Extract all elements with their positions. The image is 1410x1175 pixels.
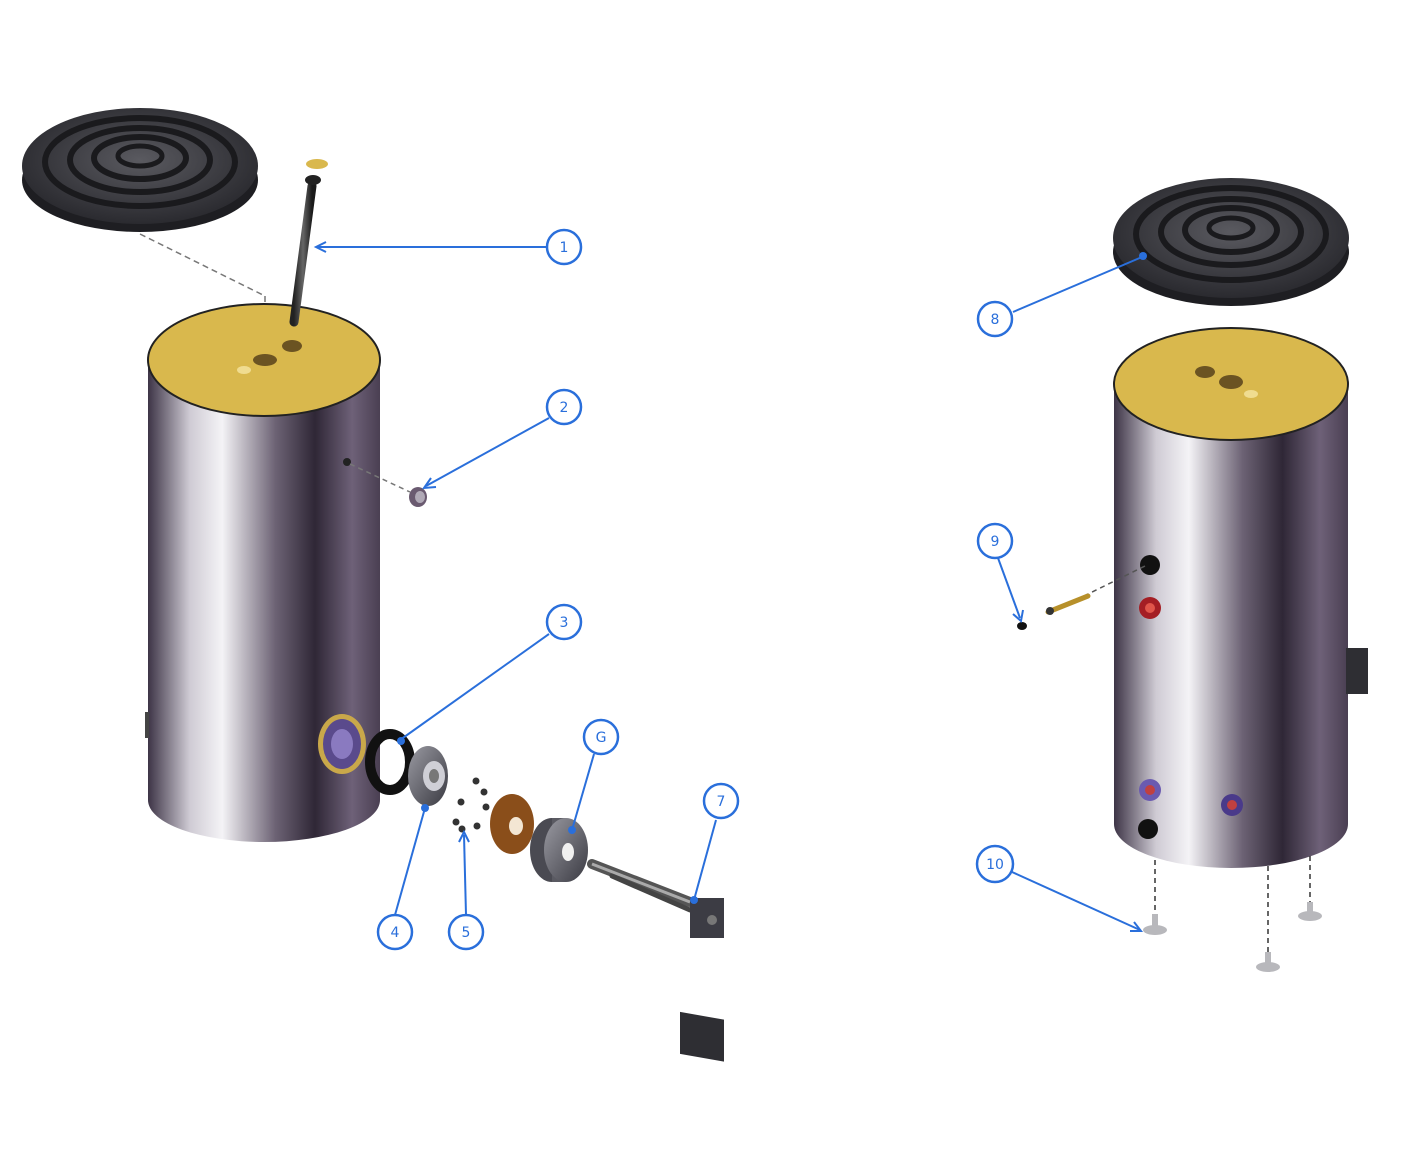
left-tank-assembly [22, 108, 724, 1062]
callout-10-label: 10 [986, 857, 1004, 873]
leader-7 [693, 819, 717, 901]
leader-9 [997, 557, 1021, 619]
callout-7-label: 7 [717, 794, 726, 810]
callout-2: 2 [545, 388, 583, 426]
leader-10 [1011, 871, 1141, 931]
heater-disc-icon [530, 818, 588, 882]
callout-bubbles: 1 2 3 4 5 G 7 8 [376, 228, 1015, 951]
bolt-set-icon [452, 777, 490, 833]
callout-5-label: 5 [462, 925, 471, 941]
callout-3-label: 3 [560, 615, 569, 631]
leader-10-arrow [1130, 921, 1144, 932]
leader-9-arrow [1012, 609, 1024, 623]
callout-6: G [582, 718, 620, 756]
lid-guide-line [139, 233, 266, 297]
flange-plate-icon [408, 746, 448, 806]
callout-leaders [313, 241, 1144, 932]
heating-element-icon [587, 859, 724, 1062]
callout-4-label: 4 [391, 925, 400, 941]
callout-5: 5 [447, 913, 485, 951]
ribbed-lid-right [1113, 178, 1349, 306]
tank-shell-right [1113, 327, 1368, 868]
leader-8 [1012, 256, 1143, 313]
heater-port-icon [318, 714, 366, 774]
callout-10: 10 [975, 844, 1015, 884]
ribbed-lid-left [22, 108, 258, 232]
callout-9-label: 9 [991, 534, 1000, 550]
leader-2 [425, 417, 550, 487]
callout-3: 3 [545, 603, 583, 641]
leader-5-arrow [458, 829, 470, 843]
leader-3 [399, 633, 550, 741]
plug-guide-line [349, 463, 411, 493]
callout-1: 1 [545, 228, 583, 266]
right-tank-assembly [1017, 178, 1368, 972]
gasket-ring-icon [365, 729, 415, 795]
drain-plug-icon [409, 487, 427, 507]
callout-4: 4 [376, 913, 414, 951]
adjustable-feet-icon [1143, 856, 1322, 972]
leader-1-arrow [313, 241, 327, 253]
callout-6-label: G [596, 730, 607, 746]
callout-2-label: 2 [560, 400, 569, 416]
callout-8: 8 [976, 300, 1014, 338]
brown-washer-icon [490, 794, 534, 854]
leader-dots [397, 252, 1147, 904]
leader-6 [571, 753, 595, 831]
sensor-probe-icon [1017, 593, 1091, 630]
callout-8-label: 8 [991, 312, 1000, 328]
leader-2-arrow [421, 477, 437, 490]
callout-1-label: 1 [560, 240, 569, 256]
leader-4 [394, 807, 426, 916]
leader-5 [463, 834, 467, 916]
anode-rod-icon [289, 159, 328, 327]
callout-9: 9 [976, 522, 1014, 560]
sensor-guide-line [1079, 565, 1146, 599]
callout-7: 7 [702, 782, 740, 820]
